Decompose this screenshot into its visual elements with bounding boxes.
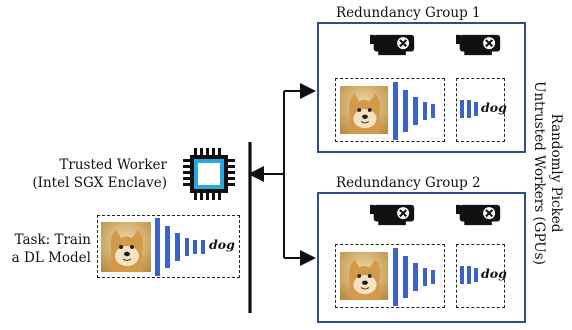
neural-network-icon [393,82,435,140]
task-output-label: dog [209,237,235,252]
neural-network-icon [393,248,435,306]
model-box-head [456,78,505,142]
cpu-chip-icon [183,148,235,200]
neural-network-icon [155,218,205,276]
group-2-title: Redundancy Group 2 [336,175,481,191]
group-1-title: Redundancy Group 1 [336,5,481,21]
trusted-worker-subtitle: (Intel SGX Enclave) [32,175,167,191]
model-box-head [456,244,505,308]
output-label: dog [481,266,507,281]
task-subtitle: a DL Model [11,250,91,266]
trusted-worker-title: Trusted Worker [59,157,167,173]
neural-network-icon [460,266,478,284]
dog-photo-icon [101,222,151,272]
task-title: Task: Train [14,232,91,248]
output-label: dog [481,100,507,115]
neural-network-icon [460,100,478,118]
